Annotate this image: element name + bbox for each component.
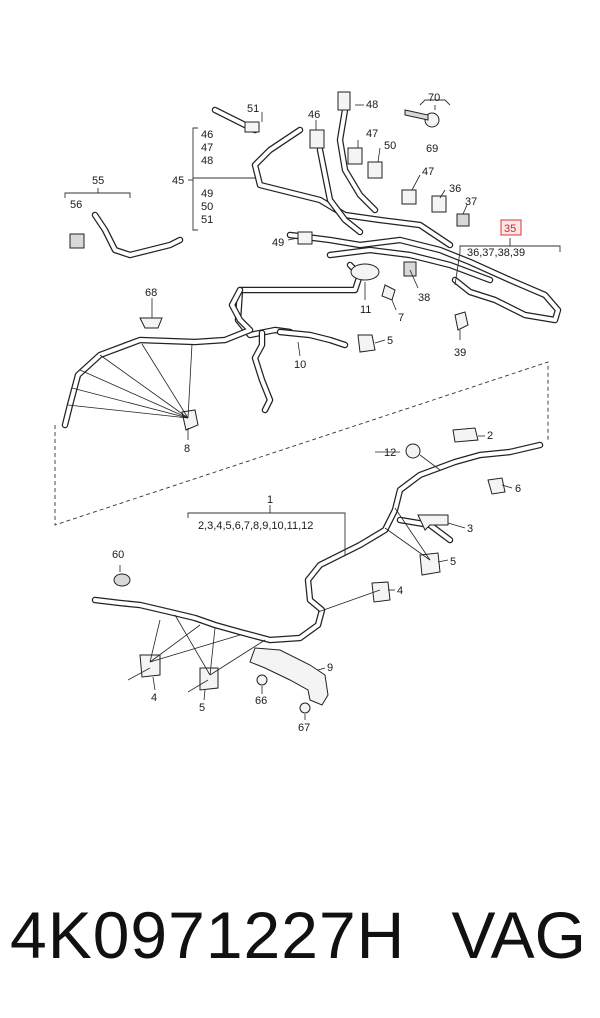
group-45-item-47: 47 [201,142,213,154]
callout-12: 12 [384,447,396,459]
bracket-9 [249,647,329,706]
clip-12 [405,443,421,459]
part-number: 4K0971227H [10,898,406,972]
connector-50 [367,161,383,179]
lower-harness [91,441,544,706]
callout-labels: 51 46 48 70 47 50 69 47 36 37 35 36,37,3… [70,92,525,734]
callout-38: 38 [418,292,430,304]
callout-69: 69 [426,143,438,155]
connector-47a [347,147,363,165]
callout-49: 49 [272,237,284,249]
bracket-5-upper [357,334,376,353]
connector-38 [403,261,417,277]
callout-47-a: 47 [366,128,378,140]
callout-1: 1 [267,494,273,506]
clip-39 [454,311,469,331]
callout-50: 50 [384,140,396,152]
connector-47b [401,189,417,205]
connector-48 [337,91,351,111]
brand-name: VAG [451,898,586,972]
upper-harness [211,106,562,414]
bracket-4-left [139,654,161,678]
clip-7 [381,284,396,301]
nut-66 [256,674,268,686]
connector-49 [297,231,313,245]
parts-diagram: 51 46 48 70 47 50 69 47 36 37 35 36,37,3… [54,91,562,734]
group-35-items: 36,37,38,39 [467,247,525,259]
bracket-68 [139,317,163,329]
clip-8 [181,409,199,431]
callout-56: 56 [70,199,82,211]
callout-37: 37 [465,196,477,208]
upper-connectors [139,91,470,353]
callout-10: 10 [294,359,306,371]
callout-8: 8 [184,443,190,455]
bracket-2 [452,427,479,443]
callout-11: 11 [360,304,371,316]
callout-51: 51 [247,103,259,115]
connector-36 [431,195,447,213]
connector-37 [456,213,470,227]
callout-7: 7 [398,312,404,324]
group-45-item-46: 46 [201,129,213,141]
callout-36: 36 [449,183,461,195]
section-separator [54,361,549,526]
callout-5-upper: 5 [387,335,393,347]
bracket-4-mid [371,581,391,603]
clip-6 [487,477,506,495]
callout-5-right: 5 [450,556,456,568]
nut-67 [299,702,311,714]
part-60 [113,573,131,587]
highlight-box-35 [500,219,522,236]
callout-55: 55 [92,175,104,187]
group-45-item-48: 48 [201,155,213,167]
callout-46: 46 [308,109,320,121]
group-45-item-49: 49 [201,188,213,200]
group-45-item-51: 51 [201,214,213,226]
clip-56 [69,233,85,249]
callout-4-mid: 4 [397,585,403,597]
group-45-item-50: 50 [201,201,213,213]
callout-70: 70 [428,92,440,104]
left-harness [61,286,254,431]
callout-60: 60 [112,549,124,561]
callout-5-left: 5 [199,702,205,714]
callout-48: 48 [366,99,378,111]
callout-3: 3 [467,523,473,535]
callout-45: 45 [172,175,184,187]
callout-35: 35 [504,223,516,235]
callout-2: 2 [487,430,493,442]
callout-9: 9 [327,662,333,674]
connector-51 [244,121,260,133]
grommet-11 [350,263,380,281]
callout-66: 66 [255,695,267,707]
bracket-5-left [199,667,219,691]
callout-67: 67 [298,722,310,734]
screw-70 [404,109,429,121]
callout-68: 68 [145,287,157,299]
connector-46 [309,129,325,149]
group-braces [64,99,561,555]
callout-39: 39 [454,347,466,359]
bracket-5-right [419,552,441,576]
callout-4-left: 4 [151,692,157,704]
bracket-3 [417,514,449,531]
group-1-items: 2,3,4,5,6,7,8,9,10,11,12 [198,520,313,532]
cable-55 [69,211,184,259]
callout-6: 6 [515,483,521,495]
callout-47-b: 47 [422,166,434,178]
lower-parts [113,427,506,714]
